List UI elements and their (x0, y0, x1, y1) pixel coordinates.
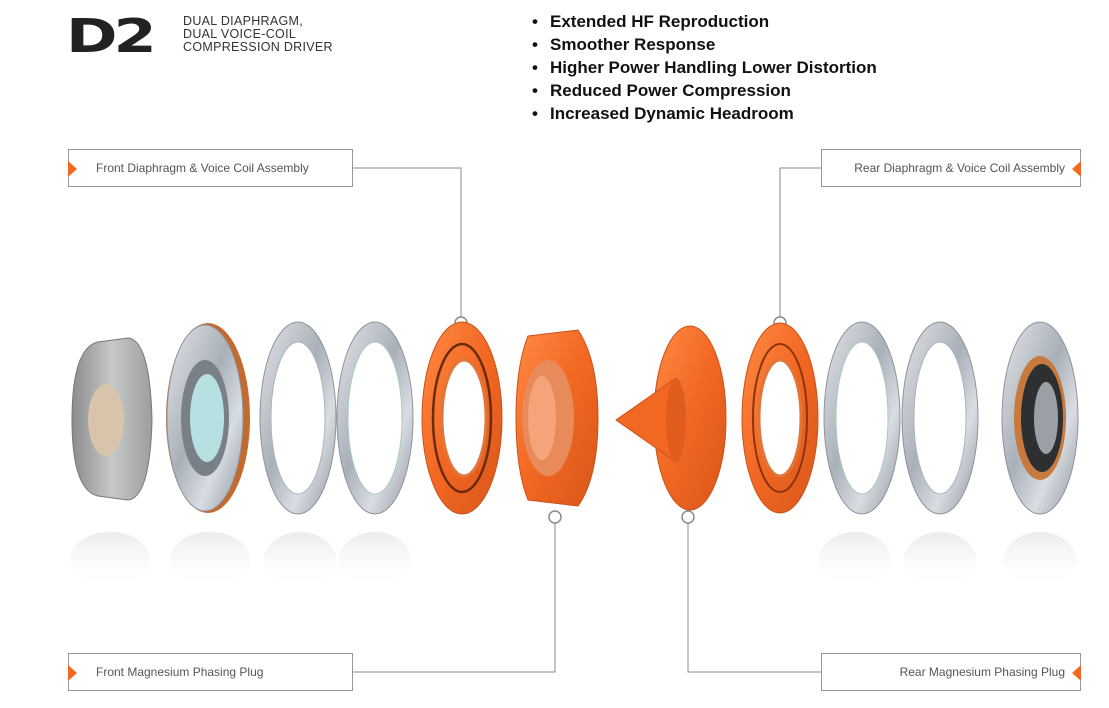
marker-circle-icon (548, 510, 562, 524)
front-phasing-plug-part (515, 329, 599, 507)
callout-rear-plug: Rear Magnesium Phasing Plug (821, 653, 1081, 691)
d2-logo: D2 (66, 9, 157, 63)
callout-arrow-icon (68, 665, 77, 681)
logo-line-1: DUAL DIAPHRAGM, (183, 14, 304, 28)
gasket-ring-part (336, 321, 414, 515)
feature-item: • Reduced Power Compression (532, 79, 877, 102)
feature-item: • Extended HF Reproduction (532, 10, 877, 33)
logo-line-2: DUAL VOICE-COIL (183, 27, 297, 41)
callout-arrow-icon (1072, 161, 1081, 177)
logo-subtitle: DUAL DIAPHRAGM, DUAL VOICE-COIL COMPRESS… (183, 15, 333, 54)
bullet-icon: • (532, 58, 538, 77)
logo-line-3: COMPRESSION DRIVER (183, 40, 333, 54)
callout-front-plug: Front Magnesium Phasing Plug (68, 653, 353, 691)
bullet-icon: • (532, 12, 538, 31)
front-plate-part (166, 323, 250, 513)
callout-arrow-icon (1072, 665, 1081, 681)
feature-text: Smoother Response (550, 35, 716, 54)
feature-item: • Smoother Response (532, 33, 877, 56)
leader-front-plug (353, 522, 556, 673)
bullet-icon: • (532, 35, 538, 54)
reflections (70, 532, 1076, 588)
feature-list: • Extended HF Reproduction • Smoother Resp… (532, 10, 877, 125)
front-diaphragm-part (421, 321, 503, 515)
spacer-ring-part (259, 321, 337, 515)
leader-lines (353, 167, 821, 673)
marker-circle-icon (681, 510, 695, 524)
callout-label: Rear Magnesium Phasing Plug (899, 665, 1065, 679)
callout-front-diaphragm: Front Diaphragm & Voice Coil Assembly (68, 149, 353, 187)
callout-rear-diaphragm: Rear Diaphragm & Voice Coil Assembly (821, 149, 1081, 187)
feature-text: Increased Dynamic Headroom (550, 104, 794, 123)
feature-text: Higher Power Handling Lower Distortion (550, 58, 877, 77)
feature-text: Extended HF Reproduction (550, 12, 770, 31)
rear-spacer-ring-part (823, 321, 901, 515)
bullet-icon: • (532, 81, 538, 100)
callout-label: Front Diaphragm & Voice Coil Assembly (96, 161, 309, 175)
callout-label: Rear Diaphragm & Voice Coil Assembly (854, 161, 1065, 175)
feature-item: • Increased Dynamic Headroom (532, 102, 877, 125)
leader-rear-diaphragm (779, 167, 821, 318)
magnet-block-part (71, 337, 153, 501)
rear-phasing-plug-part (615, 325, 727, 511)
leader-front-diaphragm (353, 167, 462, 318)
rear-gasket-ring-part (901, 321, 979, 515)
bullet-icon: • (532, 104, 538, 123)
callout-arrow-icon (68, 161, 77, 177)
rear-diaphragm-part (741, 322, 819, 514)
leader-rear-plug (687, 522, 821, 673)
feature-text: Reduced Power Compression (550, 81, 791, 100)
rear-cover-part (1001, 321, 1079, 515)
feature-item: • Higher Power Handling Lower Distortion (532, 56, 877, 79)
callout-label: Front Magnesium Phasing Plug (96, 665, 264, 679)
